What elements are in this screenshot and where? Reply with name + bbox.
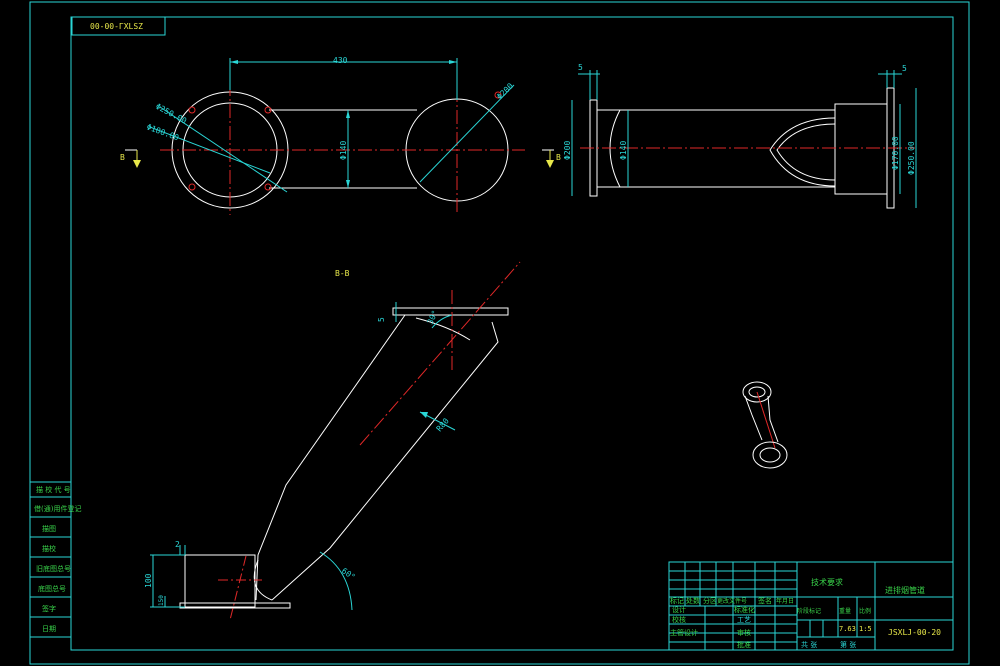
dim-phi250-side: Φ250.00: [907, 141, 916, 175]
lp-row-1: 旧底图总号: [36, 564, 71, 573]
tb-drawing-no: JSXLJ-00-20: [888, 628, 941, 637]
tb-row-count: 处数: [686, 596, 700, 605]
section-view: [150, 261, 521, 621]
dim-phi200-side: Φ200: [563, 141, 572, 160]
tb-review: 审核: [737, 628, 751, 637]
section-label: B-B: [335, 269, 350, 278]
dim-sec-150: 150: [158, 595, 165, 606]
code-box-text: 00-00-ΓXLSZ: [90, 22, 143, 31]
tb-weight-label: 重量: [839, 607, 851, 615]
lp-header: 描 校 代 号: [36, 485, 71, 494]
tb-tech-req: 技术要求: [811, 577, 843, 587]
tb-part-name: 进排烟管道: [885, 585, 925, 595]
tb-approve: 批准: [737, 640, 751, 649]
lp-row-miaotu: 描图: [42, 524, 56, 533]
lp-row-0: 借(通)用件登记: [34, 504, 81, 513]
dim-phi180-left: Φ180.00: [145, 122, 180, 142]
lp-row-4: 日期: [42, 625, 56, 633]
dim-phi200-plan: Φ200: [495, 81, 515, 101]
tb-design: 设计: [672, 605, 686, 614]
plan-view: [125, 58, 554, 215]
tb-sheets: 共 张: [801, 640, 817, 649]
tb-check: 校核: [672, 615, 686, 624]
lp-row-2: 底图总号: [38, 584, 66, 593]
dim-sec-5: 5: [377, 317, 386, 322]
dim-sec-100: 100: [144, 573, 153, 588]
dim-phi170-side: Φ170.00: [891, 136, 900, 170]
title-block: [668, 561, 954, 651]
view-marker-right: B: [556, 153, 561, 162]
tb-row-sign: 签名: [758, 596, 772, 605]
tb-row-docno: 更改文件号: [717, 597, 747, 605]
code-box: [71, 16, 166, 36]
iso-view: [742, 381, 788, 469]
dim-sec-2: 2: [175, 540, 180, 549]
tb-weight: 7.63: [839, 625, 856, 633]
dim-sec-angle-bot: 60°: [340, 566, 357, 582]
tb-row-date: 年月日: [776, 597, 794, 605]
lp-row-miaojiao: 描校: [42, 544, 56, 553]
view-marker-left: B: [120, 153, 125, 162]
dim-5-side-right: 5: [902, 64, 907, 73]
tb-stage: 阶段标记: [797, 607, 821, 615]
tb-std: 标准化: [734, 605, 755, 614]
tb-chief: 主管设计: [670, 628, 698, 637]
tb-sheet: 第 张: [840, 640, 856, 649]
tb-row-zone: 分区: [703, 596, 717, 605]
dim-sec-angle-top: 30°: [426, 309, 440, 326]
tb-ratio-label: 比例: [859, 607, 871, 615]
lp-row-3: 签字: [42, 604, 56, 613]
dim-phi140-side: Φ140: [619, 141, 628, 160]
tb-row-mark: 标记: [670, 596, 684, 605]
dim-430: 430: [333, 56, 348, 65]
tb-scale: 1:5: [859, 625, 872, 633]
left-panel: [29, 481, 72, 638]
outer-frame: [29, 1, 970, 665]
inner-frame: [70, 16, 954, 651]
tb-process: 工艺: [737, 616, 751, 624]
dim-5-side-left: 5: [578, 63, 583, 72]
dim-sec-r80: R80: [435, 416, 451, 433]
dim-phi250-left: Φ250.00: [154, 102, 188, 126]
dim-phi140-plan: Φ140: [339, 141, 348, 160]
side-view: [571, 70, 917, 209]
